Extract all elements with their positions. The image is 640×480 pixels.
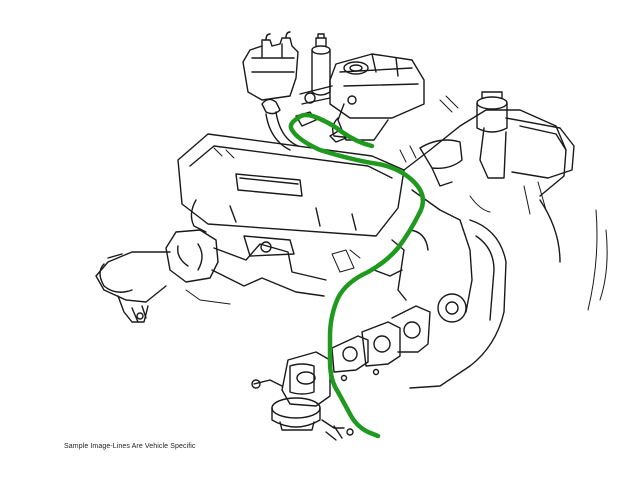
- fuel-line: [288, 112, 426, 439]
- intake-and-block-center: [373, 109, 567, 313]
- fuel-pump: [251, 351, 354, 441]
- exhaust-manifold: [165, 229, 327, 297]
- carburetor: [299, 53, 425, 141]
- fuel-line-path: [288, 115, 426, 439]
- oil-filler-cap: [476, 91, 508, 179]
- distributor-cap: [242, 31, 299, 101]
- fuel-line-carb-loop: [295, 112, 375, 149]
- oil-filler-cylinder: [311, 33, 331, 96]
- fuel-pump-gaskets: [331, 305, 431, 382]
- caption-text: Sample Image-Lines Are Vehicle Specific: [64, 443, 196, 450]
- valve-cover-right: [505, 117, 575, 263]
- timing-cover: [409, 219, 507, 389]
- detail-strokes: [185, 95, 608, 311]
- exhaust-pipe: [95, 251, 171, 323]
- valve-cover-left: [177, 133, 405, 237]
- pcv-elbow: [261, 98, 299, 151]
